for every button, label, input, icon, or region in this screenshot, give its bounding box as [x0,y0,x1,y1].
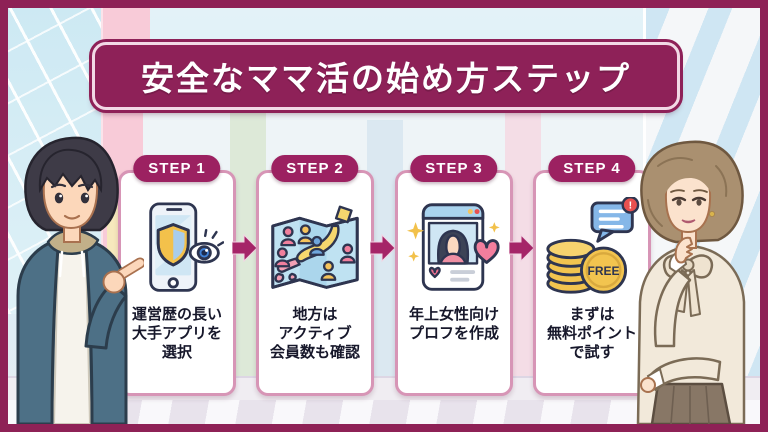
woman-head [640,140,744,249]
step-caption-2: 地方は アクティブ 会員数も確認 [269,306,360,362]
step-card-2: STEP 2 [256,155,374,396]
young-man-character-illustration [16,136,144,424]
coins-free-chat-icon: ! FREE [544,195,640,303]
man-head [24,136,119,243]
step-card-3: STEP 3 [395,155,513,396]
step-caption-3: 年上女性向け プロフを作成 [408,306,499,343]
title-banner: 安全なママ活の始め方ステップ [92,42,680,110]
step-caption-1: 運営歴の長い 大手アプリを 選択 [131,306,222,362]
profile-card-heart-icon-svg [406,203,500,291]
step-badge-4: STEP 4 [548,155,636,182]
woman-arms [640,236,722,393]
profile-card-heart-icon [406,195,502,303]
step-badge-3: STEP 3 [410,155,498,182]
man-pointing-arm [84,257,144,350]
coins-free-chat-icon-svg: ! FREE [546,197,640,294]
step-caption-4: まずは 無料ポイント で試す [546,306,637,362]
arrow-right-icon [370,233,396,263]
arrow-right-icon [232,233,258,263]
step-badge-1: STEP 1 [133,155,221,182]
phone-shield-eye-icon-svg [149,202,224,292]
japan-map-members-icon-svg [271,205,359,289]
japan-map-members-icon [267,195,363,303]
man-body [16,229,128,424]
step-badge-2: STEP 2 [271,155,359,182]
step-card-1: STEP 1 [118,155,236,396]
crosswalk-stripes [8,400,760,424]
arrow-right-icon [509,233,535,263]
mature-woman-character-illustration [636,140,746,424]
page-title: 安全なママ活の始め方ステップ [141,60,631,97]
alert-exclamation-label: ! [629,200,633,212]
free-coin-label: FREE [588,264,620,278]
phone-shield-eye-icon [129,195,225,303]
